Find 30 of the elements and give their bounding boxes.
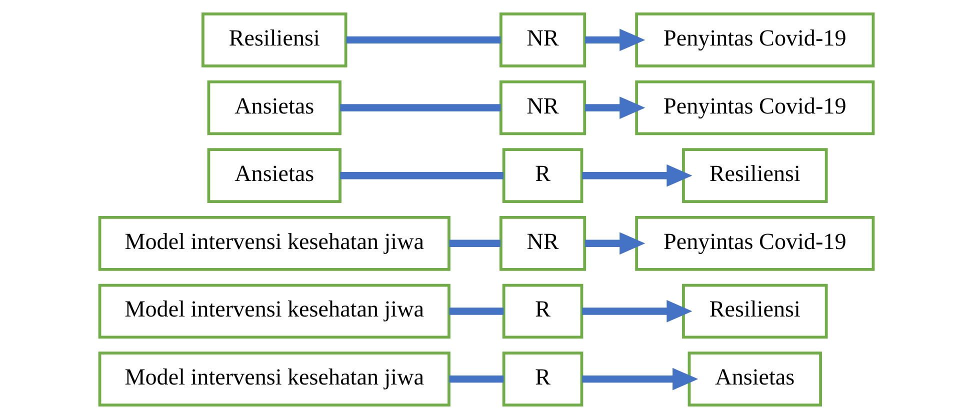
arrow: [585, 232, 646, 255]
node-box: NR: [499, 80, 586, 136]
connector: [449, 240, 500, 248]
arrow: [582, 368, 698, 390]
arrow: [585, 96, 646, 119]
node-box: Model intervensi kesehatan jiwa: [98, 352, 450, 406]
connector: [340, 172, 504, 180]
node-box: Resiliensi: [682, 284, 828, 339]
connector: [346, 36, 501, 44]
connector: [340, 104, 501, 112]
node-box: Ansietas: [207, 80, 342, 136]
node-box: R: [502, 352, 584, 406]
arrow: [582, 164, 692, 187]
node-box: NR: [499, 12, 586, 68]
node-box: Penyintas Covid-19: [635, 80, 875, 136]
node-box: Resiliensi: [682, 148, 828, 203]
node-box: R: [502, 284, 584, 339]
node-box: Resiliensi: [202, 12, 348, 68]
node-box: Model intervensi kesehatan jiwa: [98, 284, 450, 339]
node-box: Ansietas: [688, 352, 822, 406]
connector: [449, 375, 504, 383]
node-box: R: [502, 148, 584, 203]
node-box: Penyintas Covid-19: [635, 216, 875, 271]
node-box: Penyintas Covid-19: [635, 12, 875, 68]
connector: [449, 308, 504, 315]
arrow: [585, 28, 646, 52]
arrow: [582, 300, 692, 322]
node-box: NR: [499, 216, 586, 271]
node-box: Ansietas: [207, 148, 342, 203]
node-box: Model intervensi kesehatan jiwa: [98, 216, 450, 271]
